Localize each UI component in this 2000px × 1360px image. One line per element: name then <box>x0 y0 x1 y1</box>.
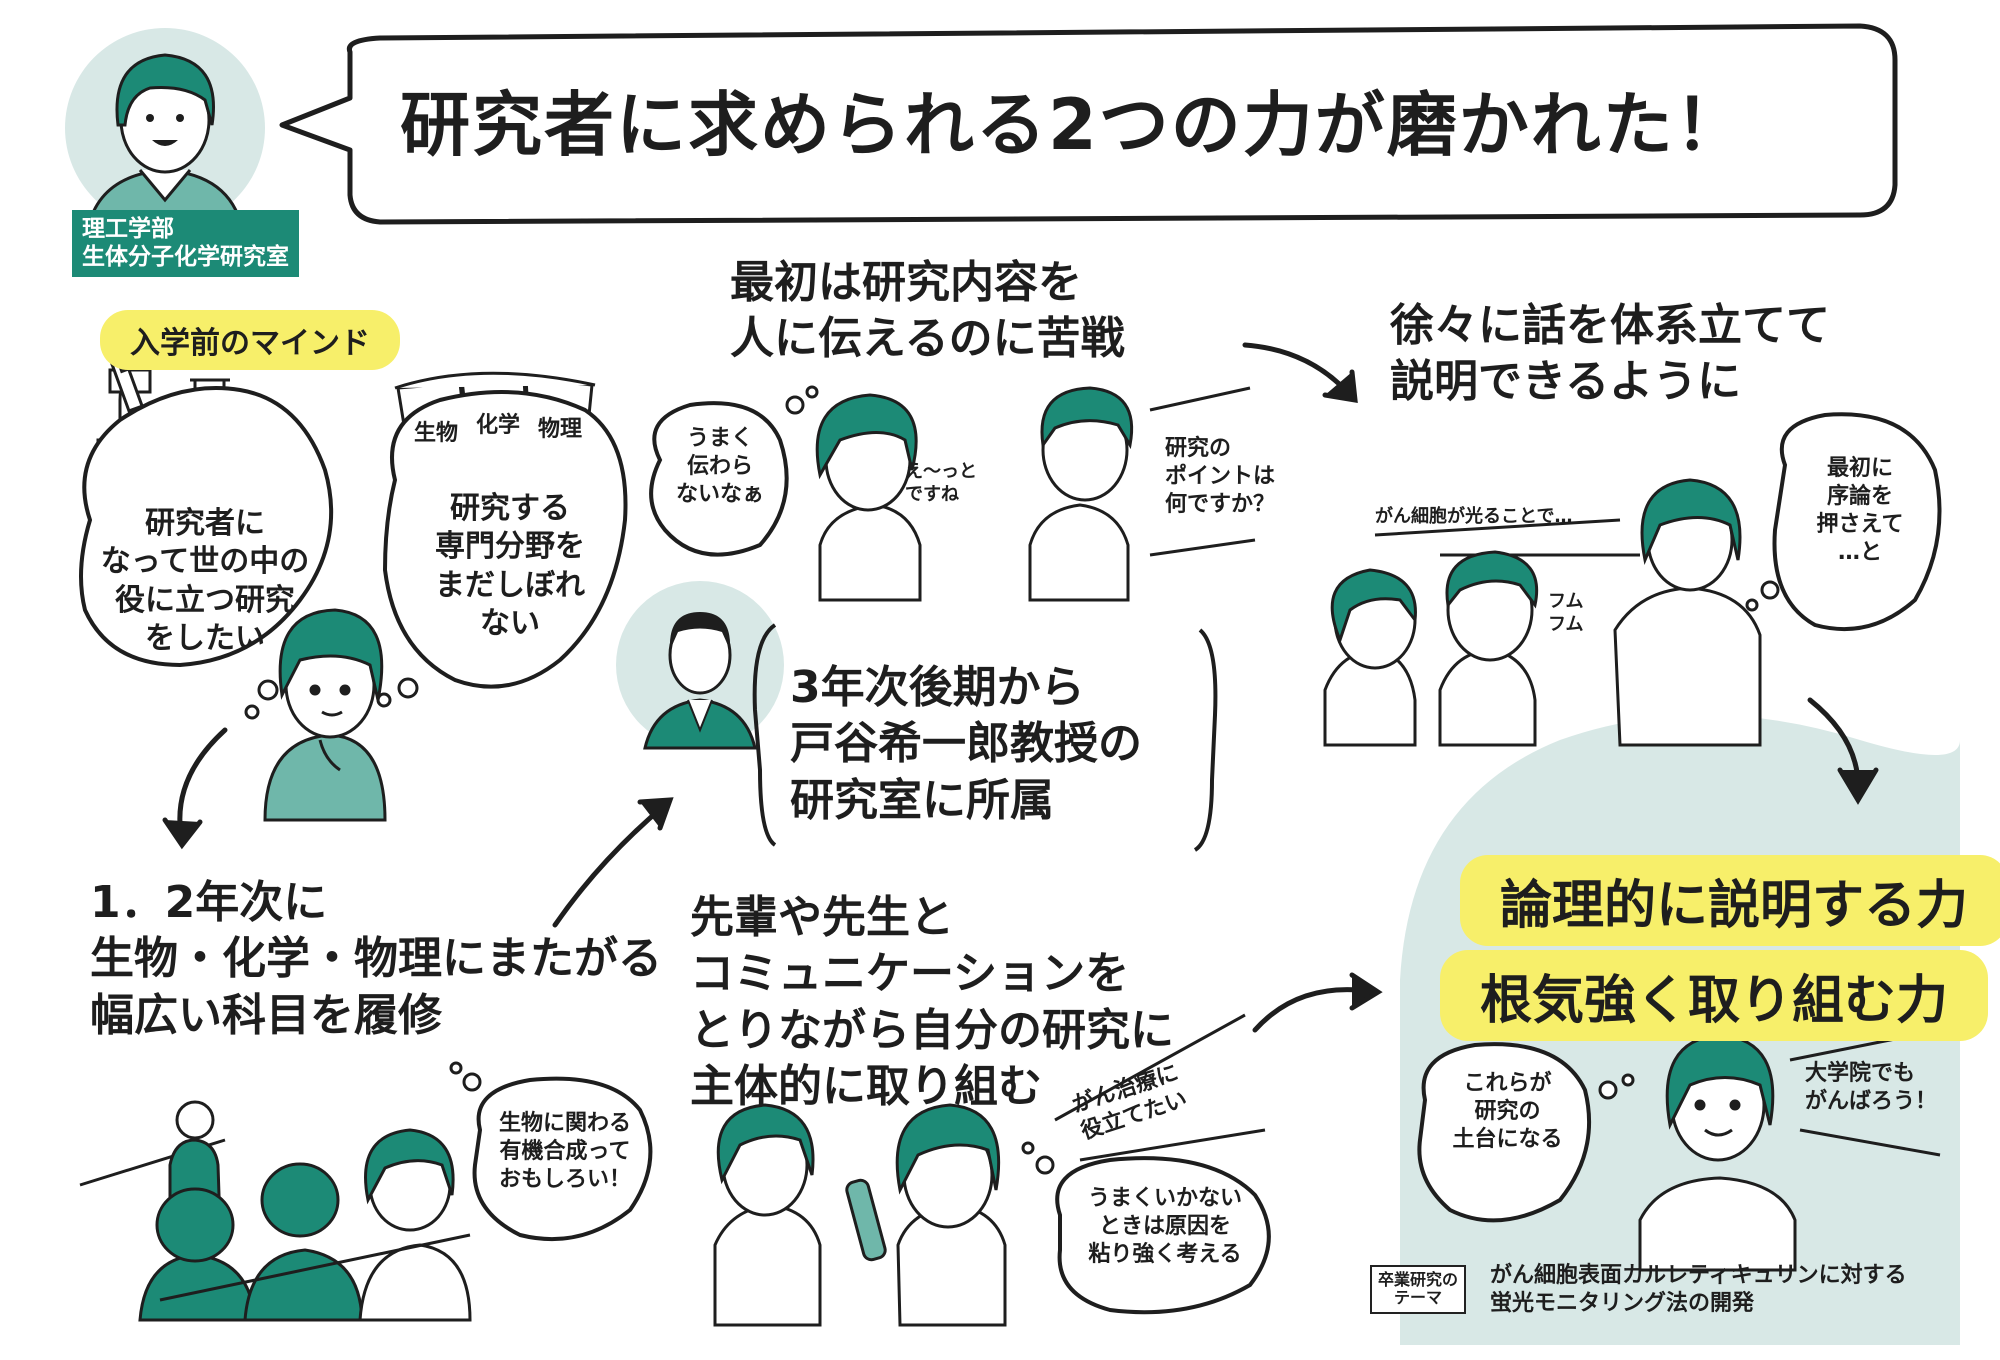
student-avatar <box>65 28 265 230</box>
audience-students <box>1323 550 1539 747</box>
pre-entry-thought-1: 研究者に なって世の中の 役に立つ研究 をしたい <box>100 506 310 657</box>
improved-nod: フム フム <box>1548 591 1584 636</box>
listener-student <box>1028 386 1134 602</box>
communication-bubble <box>1055 1156 1271 1315</box>
graduate-student <box>1638 1033 1797 1272</box>
improved-speech: がん細胞が光ることで… <box>1375 506 1573 527</box>
results-cheer: 大学院でも がんばろう！ <box>1805 1061 1938 1115</box>
pre-entry-tag: 入学前のマインド <box>100 310 400 370</box>
year12-heading: 1．2年次に 生物・化学・物理にまたがる 幅広い科目を履修 <box>90 877 662 1041</box>
results-bubble-text: これらが 研究の 土台になる <box>1452 1071 1563 1153</box>
bracket-left <box>752 623 777 847</box>
book-label-physics: 物理 <box>538 417 583 442</box>
struggle-bubble <box>649 401 789 557</box>
results-bubble <box>1417 1042 1592 1223</box>
improved-bubble <box>1772 412 1942 632</box>
professor-text: 3年次後期から 戸谷希一郎教授の 研究室に所属 <box>790 662 1142 826</box>
bracket-right <box>1193 628 1218 852</box>
struggle-bubble-text: うまく 伝わら ないなぁ <box>675 426 764 508</box>
thinking-student <box>263 608 387 822</box>
book-label-chemistry: 化学 <box>476 413 521 438</box>
thought-bubble-right <box>382 390 628 689</box>
communication-heading: 先輩や先生と コミュニケーションを とりながら自分の研究に 主体的に取り組む <box>690 892 1174 1112</box>
thesis-theme-text: がん細胞表面カルレティキュリンに対する 蛍光モニタリング法の開発 <box>1490 1263 1907 1317</box>
department-label: 理工学部 生体分子化学研究室 <box>72 210 299 278</box>
skill-logical-explanation: 論理的に説明する力 <box>1460 855 2000 946</box>
struggling-student <box>815 393 922 602</box>
year12-bubble <box>472 1076 653 1242</box>
thesis-theme-label: 卒業研究の テーマ <box>1370 1265 1467 1314</box>
year12-bubble-text: 生物に関わる 有機合成って おもしろい！ <box>498 1111 631 1193</box>
collaborating-students <box>713 1103 1007 1327</box>
title-speech-bubble <box>279 23 1898 225</box>
improved-heading: 徐々に話を体系立てて 説明できるように <box>1390 300 1830 408</box>
presenting-student <box>1613 478 1762 747</box>
improved-bubble-text: 最初に 序論を 押さえて …と <box>1816 456 1904 566</box>
communication-bubble-text: うまくいかない ときは原因を 粘り強く考える <box>1087 1186 1242 1268</box>
page-title: 研究者に求められる2つの力が磨かれた！ <box>400 84 1747 166</box>
thought-bubble-left <box>79 386 334 668</box>
professor-avatar <box>616 581 784 750</box>
classroom-scene <box>138 1100 472 1322</box>
flow-arrows <box>162 342 1879 1033</box>
pre-entry-thought-2: 研究する 専門分野を まだしぼれ ない <box>435 491 585 642</box>
struggle-question: 研究の ポイントは 何ですか？ <box>1165 436 1276 518</box>
book-label-biology: 生物 <box>414 421 459 446</box>
skill-persistence: 根気強く取り組む力 <box>1440 950 1989 1041</box>
struggle-heading: 最初は研究内容を 人に伝えるのに苦戦 <box>730 257 1125 365</box>
struggle-filler: え〜っと ですね <box>905 461 977 506</box>
